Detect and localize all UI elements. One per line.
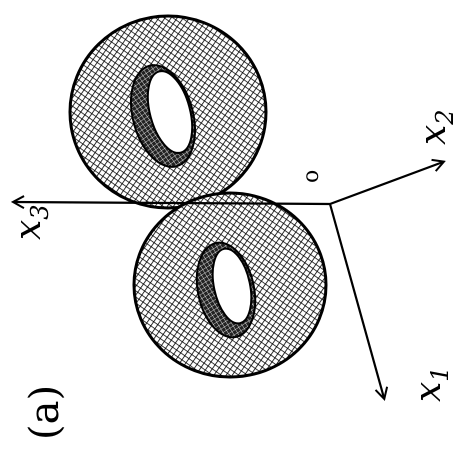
svg-text:x3: x3 — [8, 204, 54, 240]
label-x2-sub: 2 — [431, 109, 458, 125]
label-x1-sub: 1 — [426, 366, 454, 381]
torus-lower — [132, 191, 328, 379]
label-x3-sub: 3 — [26, 204, 54, 219]
label-x3-base: x — [8, 220, 49, 240]
label-x3: x3 — [8, 204, 54, 240]
axis-x2 — [329, 162, 443, 206]
torus-upper — [68, 14, 268, 210]
origin-label: o — [299, 170, 324, 183]
svg-text:x2: x2 — [413, 109, 458, 145]
svg-text:x1: x1 — [408, 366, 454, 402]
label-x2-base: x — [413, 125, 454, 145]
panel-label: (a) — [22, 385, 68, 440]
label-x1: x1 — [408, 366, 454, 402]
axis-x1 — [328, 203, 384, 398]
axes — [14, 162, 443, 398]
axis-x3 — [14, 202, 331, 204]
label-x1-base: x — [408, 382, 449, 402]
label-x2: x2 — [413, 109, 458, 145]
